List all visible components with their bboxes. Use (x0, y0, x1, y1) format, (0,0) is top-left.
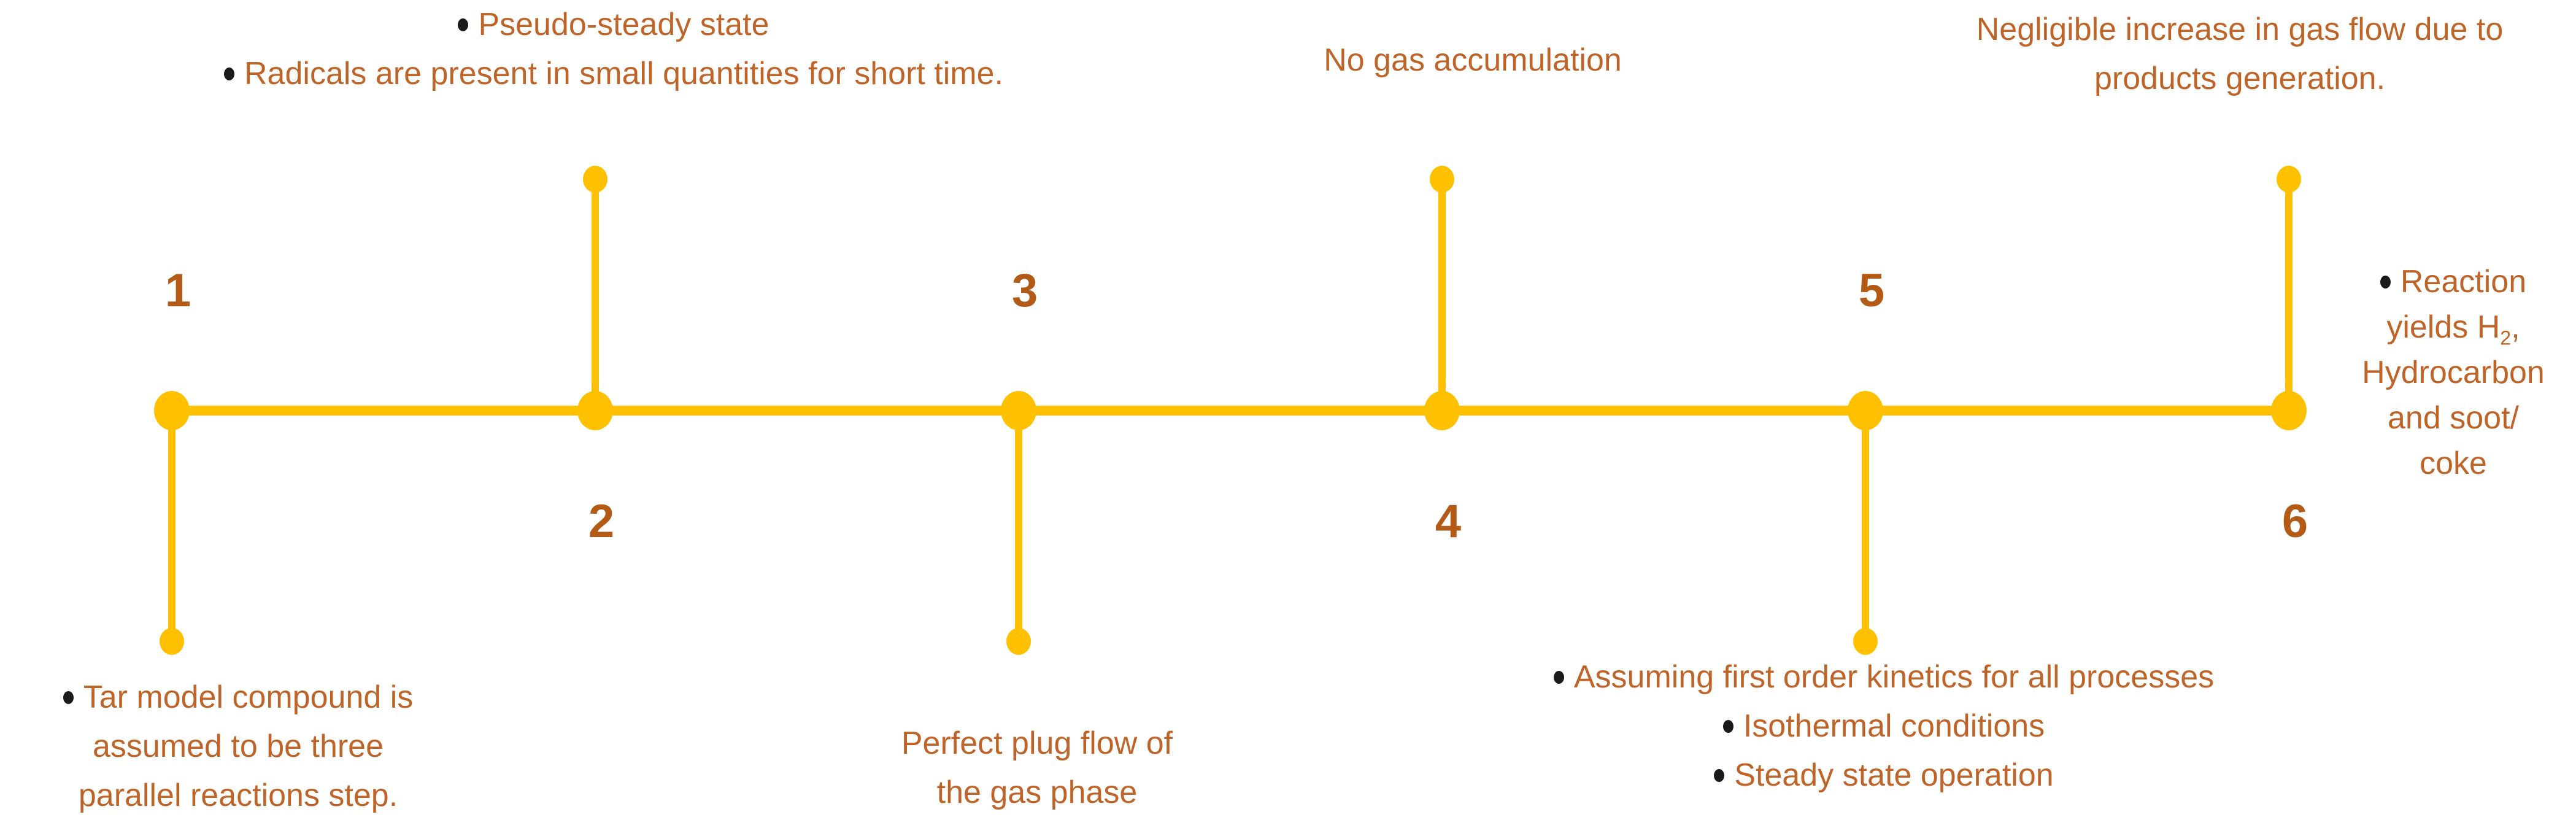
note-line: Perfect plug flow of (792, 719, 1282, 768)
step-number-3: 3 (1011, 265, 1038, 317)
note-step4-above: No gas accumulation (1227, 36, 1718, 85)
step-number-4: 4 (1435, 495, 1462, 547)
subscript-2: 2 (2500, 327, 2512, 349)
node-3-endpoint-dot (1006, 628, 1031, 655)
node-4-dot (1424, 391, 1460, 430)
node-6-dot (2271, 391, 2307, 430)
note-line: Hydrocarbon (2332, 350, 2575, 395)
node-2-endpoint-dot (583, 166, 607, 193)
note-line: parallel reactions step. (5, 771, 471, 820)
note-text: Tar model compound is (83, 679, 414, 715)
bullet-icon (1553, 670, 1564, 684)
node-4-endpoint-dot (1430, 166, 1454, 193)
note-step6-right: Reaction yields H2, Hydrocarbon and soot… (2332, 259, 2575, 486)
note-line: Pseudo-steady state (123, 0, 1105, 49)
node-1-endpoint-dot (160, 628, 184, 655)
note-text: Radicals are present in small quantities… (244, 56, 1003, 91)
node-6-endpoint-dot (2277, 166, 2301, 193)
node-5-stem (1862, 411, 1869, 641)
bullet-icon (63, 691, 74, 704)
note-line: No gas accumulation (1227, 36, 1718, 85)
note-step3-below: Perfect plug flow of the gas phase (792, 719, 1282, 817)
note-step2-above: Pseudo-steady state Radicals are present… (123, 0, 1105, 98)
note-line: Isothermal conditions (1424, 702, 2344, 751)
note-text: Reaction (2400, 264, 2527, 300)
step-number-6: 6 (2281, 495, 2308, 547)
note-text: Steady state operation (1734, 757, 2054, 793)
note-text: No gas accumulation (1324, 42, 1622, 78)
timeline-axis-line (172, 406, 2289, 416)
node-4-stem (1438, 179, 1446, 411)
note-line: and soot/ (2332, 395, 2575, 441)
note-line: Radicals are present in small quantities… (123, 49, 1105, 98)
bullet-icon (1714, 768, 1725, 782)
note-text: and soot/ (2388, 400, 2519, 436)
node-2-stem (592, 179, 599, 411)
note-line: Tar model compound is (5, 673, 471, 722)
note-line: Steady state operation (1424, 751, 2344, 800)
note-line: assumed to be three (5, 722, 471, 771)
node-3-stem (1015, 411, 1022, 641)
step-number-1: 1 (164, 265, 191, 317)
note-text: Hydrocarbon (2362, 355, 2545, 390)
node-3-dot (1001, 391, 1036, 430)
note-text: Negligible increase in gas flow due to (1976, 12, 2504, 47)
note-text: , (2511, 309, 2520, 345)
note-line: Assuming first order kinetics for all pr… (1424, 652, 2344, 702)
note-text: Perfect plug flow of (901, 725, 1173, 761)
note-line: yields H2, (2332, 304, 2575, 350)
note-line: products generation. (1872, 54, 2576, 103)
bullet-icon (224, 67, 234, 80)
node-1-stem (168, 411, 175, 641)
note-text: parallel reactions step. (78, 778, 398, 813)
note-text: Assuming first order kinetics for all pr… (1573, 659, 2215, 695)
bullet-icon (458, 18, 469, 31)
node-2-dot (577, 391, 613, 430)
note-line: Reaction (2332, 259, 2575, 304)
node-6-stem (2285, 179, 2293, 411)
node-5-dot (1848, 391, 1883, 430)
bullet-icon (1722, 719, 1733, 733)
note-line: Negligible increase in gas flow due to (1872, 5, 2576, 54)
note-text: products generation. (2094, 61, 2386, 96)
note-text: yields H (2386, 309, 2501, 345)
note-text: Pseudo-steady state (478, 7, 769, 42)
note-step1-below: Tar model compound is assumed to be thre… (5, 673, 471, 820)
note-text: Isothermal conditions (1743, 708, 2045, 744)
note-text: the gas phase (936, 775, 1138, 810)
note-line: coke (2332, 441, 2575, 486)
bullet-icon (2380, 275, 2391, 288)
note-step6-above: Negligible increase in gas flow due to p… (1872, 5, 2576, 103)
node-1-dot (154, 391, 190, 430)
step-number-5: 5 (1858, 265, 1885, 317)
step-number-2: 2 (588, 495, 615, 547)
note-text: assumed to be three (92, 729, 384, 764)
note-text: coke (2420, 446, 2487, 481)
note-line: the gas phase (792, 768, 1282, 817)
node-5-endpoint-dot (1853, 628, 1878, 655)
note-step5-below: Assuming first order kinetics for all pr… (1424, 652, 2344, 800)
